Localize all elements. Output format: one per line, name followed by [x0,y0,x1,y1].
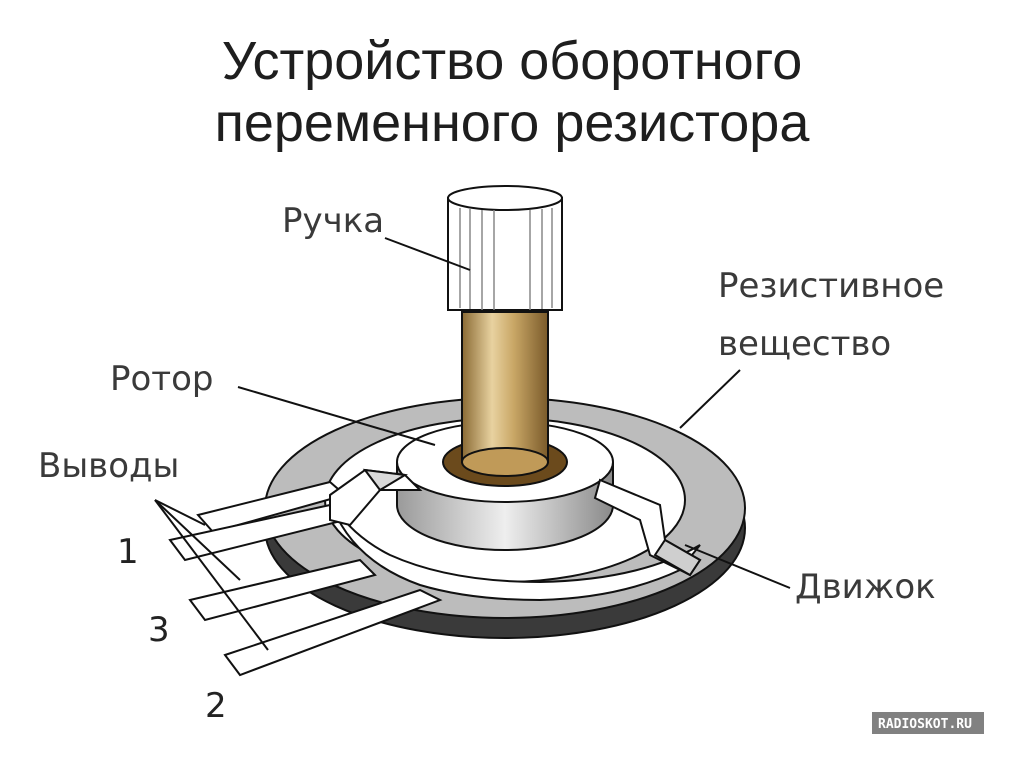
wiper-leader [684,544,791,589]
terminal-3 [188,558,377,622]
label-wiper: Движок [795,567,936,607]
watermark-text: RADIOSKOT.RU [878,717,972,732]
knob [447,185,563,311]
wiper-arm [593,478,702,577]
terminals-leader-b [154,499,241,581]
diagram-title: Устройство оборотного переменного резист… [0,30,1024,154]
label-resistive-line-1: Резистивное [718,266,944,306]
label-terminal-1: 1 [117,532,139,572]
terminal-2 [223,588,443,677]
terminal-bracket [329,468,423,527]
watermark: RADIOSKOT.RU [872,712,984,734]
terminals-leader-c [154,499,269,651]
label-terminal-3: 3 [148,610,170,650]
label-terminals: Выводы [38,446,179,486]
rotor-leader [237,386,436,446]
label-rotor: Ротор [110,359,214,399]
leader-lines [154,237,791,651]
label-knob: Ручка [282,201,384,241]
title-line-1: Устройство оборотного [221,31,803,91]
resistive-leader [679,369,741,429]
title-line-2: переменного резистора [214,93,810,153]
terminals-leader-a [154,499,206,526]
knob-leader [384,237,471,271]
shaft [461,311,549,477]
label-resistive-line-2: вещество [718,324,891,364]
terminal-strips [168,480,443,677]
label-terminal-2: 2 [205,686,227,726]
